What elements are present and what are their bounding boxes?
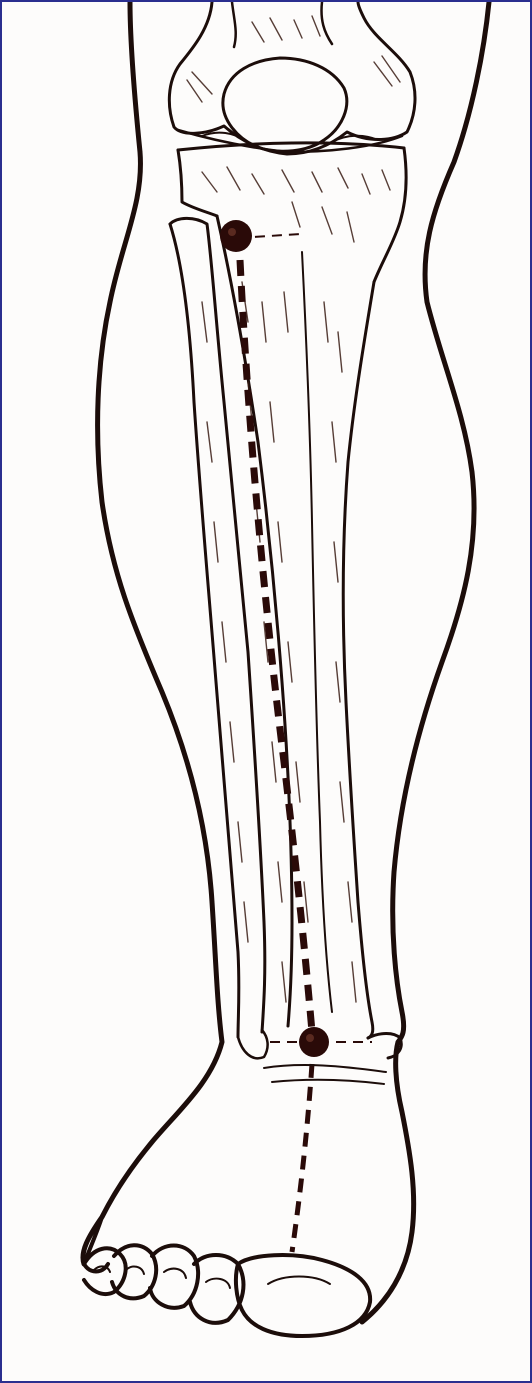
knee-joint xyxy=(169,2,415,154)
fibula-bone xyxy=(170,218,268,1058)
meridian-path xyxy=(238,234,372,1252)
knee-point-marker xyxy=(220,220,252,252)
leg-outline xyxy=(83,2,489,1322)
foot xyxy=(84,1065,386,1336)
ankle-point-marker xyxy=(299,1027,329,1057)
